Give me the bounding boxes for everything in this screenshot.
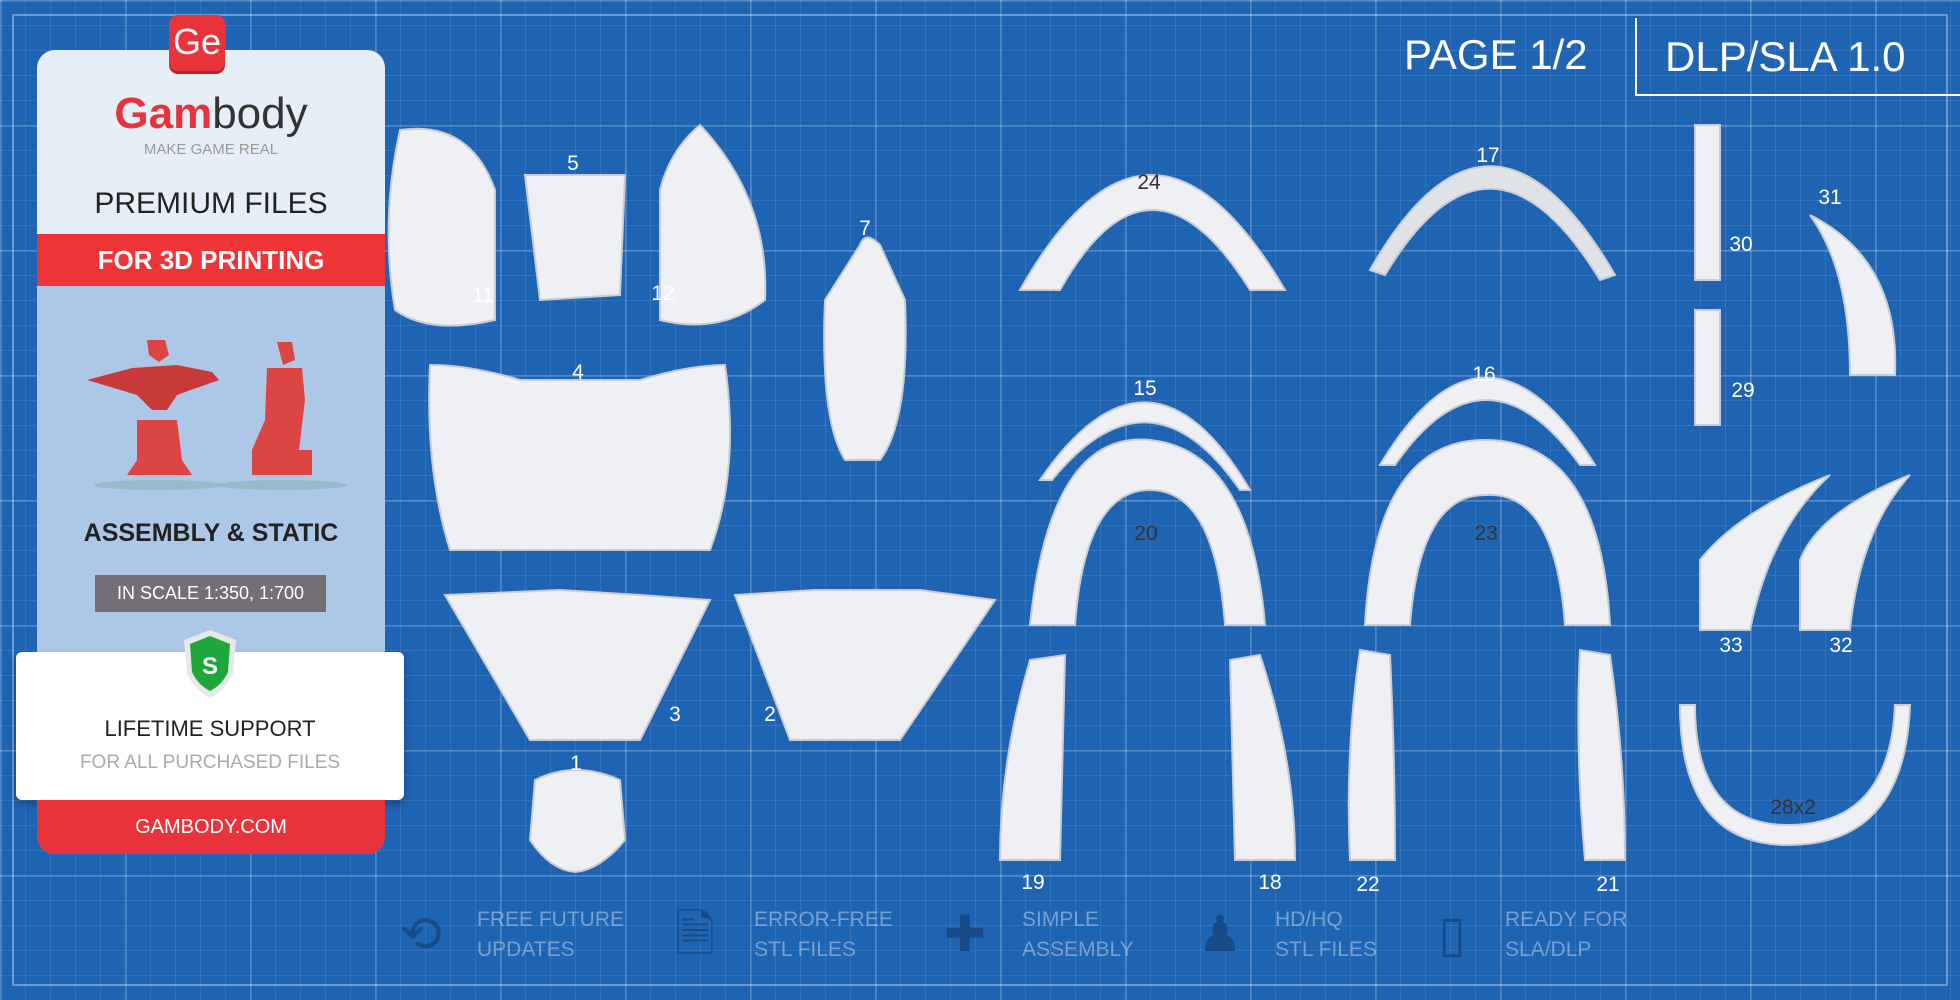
part-label: 32 bbox=[1829, 634, 1853, 657]
part-label: 18 bbox=[1258, 871, 1282, 894]
part-label: 1 bbox=[570, 752, 582, 775]
part-label: 24 bbox=[1137, 171, 1161, 194]
brand-name-dark: body bbox=[212, 89, 308, 138]
part-label: 19 bbox=[1021, 871, 1045, 894]
part-label: 7 bbox=[859, 217, 871, 240]
part-label: 3 bbox=[669, 703, 681, 726]
part-label: 31 bbox=[1818, 186, 1842, 209]
gambody-logo-icon: Ge bbox=[169, 15, 225, 71]
part-label: 16 bbox=[1472, 363, 1496, 386]
part-label: 33 bbox=[1719, 634, 1743, 657]
assembly-static-heading: ASSEMBLY & STATIC bbox=[83, 519, 339, 547]
red-figures-illustration bbox=[87, 340, 347, 490]
part-label: 5 bbox=[567, 152, 579, 175]
brand-name: Gambody bbox=[37, 90, 385, 138]
lifetime-support-title: LIFETIME SUPPORT bbox=[104, 716, 316, 741]
part-label: 21 bbox=[1596, 873, 1620, 896]
part-label: 22 bbox=[1356, 873, 1380, 896]
shield-icon: S bbox=[184, 630, 236, 698]
premium-files-heading: PREMIUM FILES bbox=[94, 187, 328, 220]
part-label: 29 bbox=[1731, 379, 1755, 402]
printer-icon: ▯ bbox=[1438, 906, 1466, 962]
blueprint-frame bbox=[12, 14, 1948, 986]
brand-tagline: MAKE GAME REAL bbox=[143, 141, 279, 158]
part-label: 2 bbox=[764, 703, 776, 726]
part-label: 30 bbox=[1729, 233, 1753, 256]
part-label: 17 bbox=[1476, 144, 1500, 167]
for-3d-printing-banner: FOR 3D PRINTING bbox=[37, 234, 385, 286]
part-label: 11 bbox=[472, 284, 494, 307]
part-label: 20 bbox=[1134, 522, 1158, 545]
website-link[interactable]: GAMBODY.COM bbox=[37, 800, 385, 854]
brand-name-red: Gam bbox=[114, 89, 213, 138]
file-check-icon: 🗎 bbox=[674, 906, 716, 962]
scale-badge: IN SCALE 1:350, 1:700 bbox=[95, 575, 326, 612]
part-label: 12 bbox=[651, 282, 675, 305]
page-indicator: PAGE 1/2 bbox=[1404, 31, 1588, 78]
puzzle-icon: ✚ bbox=[944, 906, 986, 962]
part-label: 23 bbox=[1474, 522, 1498, 545]
svg-text:S: S bbox=[202, 653, 218, 680]
update-arrows-icon: ⟲ bbox=[400, 906, 442, 962]
part-label: 28x2 bbox=[1770, 796, 1816, 819]
version-label: DLP/SLA 1.0 bbox=[1635, 18, 1960, 96]
lifetime-support-subtitle: FOR ALL PURCHASED FILES bbox=[79, 752, 341, 773]
part-label: 4 bbox=[572, 361, 584, 384]
part-label: 15 bbox=[1133, 377, 1157, 400]
figure-bust-icon: ♟ bbox=[1197, 906, 1243, 962]
